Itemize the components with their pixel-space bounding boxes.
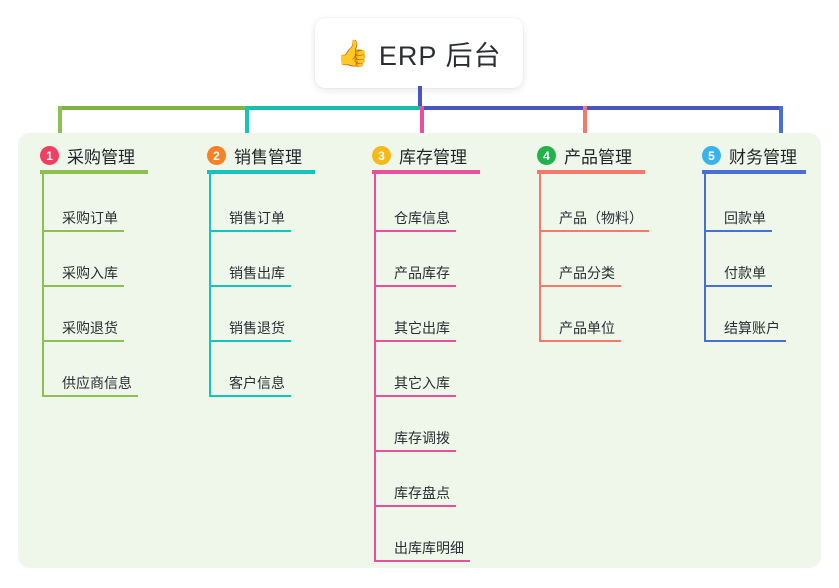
- root-node-card[interactable]: 👍 ERP 后台: [315, 18, 523, 88]
- leaf-item-rule: [374, 450, 456, 452]
- leaf-item-label: 采购入库: [62, 265, 118, 281]
- leaf-item-rule: [704, 230, 772, 232]
- connector-drop-4: [583, 106, 587, 144]
- root-node-title: ERP 后台: [378, 40, 502, 71]
- branch-header-rule: [207, 170, 315, 174]
- branch-header-rule: [537, 170, 645, 174]
- leaf-item-label: 仓库信息: [394, 210, 450, 226]
- connector-segment-2: [245, 106, 423, 110]
- leaf-item-label: 客户信息: [229, 375, 285, 391]
- connector-drop-5: [779, 106, 783, 144]
- branch-number-badge: 3: [372, 146, 391, 165]
- leaf-item-label: 出库库明细: [394, 540, 464, 556]
- leaf-item-rule: [704, 285, 772, 287]
- connector-drop-3: [420, 106, 424, 144]
- branch-header-rule: [702, 170, 806, 174]
- branch-header-rule: [372, 170, 480, 174]
- leaf-item-rule: [374, 505, 456, 507]
- branch-header-销售管理[interactable]: 2 销售管理: [207, 143, 302, 168]
- branch-title: 产品管理: [564, 148, 632, 167]
- leaf-item-rule: [374, 560, 470, 562]
- branch-spine: [539, 174, 541, 340]
- branch-spine: [374, 174, 376, 560]
- leaf-item-label: 销售退货: [229, 320, 285, 336]
- leaf-item-label: 销售出库: [229, 265, 285, 281]
- leaf-item-rule: [42, 230, 124, 232]
- leaf-item-label: 付款单: [724, 265, 766, 281]
- thumbs-up-icon: 👍: [336, 38, 369, 68]
- leaf-item-label: 采购退货: [62, 320, 118, 336]
- leaf-item-rule: [374, 230, 456, 232]
- branch-header-产品管理[interactable]: 4 产品管理: [537, 143, 632, 168]
- leaf-item-rule: [209, 395, 291, 397]
- leaf-item-rule: [539, 230, 649, 232]
- branch-spine: [209, 174, 211, 395]
- leaf-item-rule: [42, 285, 124, 287]
- leaf-item-label: 产品单位: [559, 320, 615, 336]
- leaf-item-label: 采购订单: [62, 210, 118, 226]
- leaf-item-rule: [374, 285, 456, 287]
- leaf-item-rule: [374, 395, 456, 397]
- root-connector-vertical: [418, 86, 422, 110]
- leaf-item-rule: [539, 285, 621, 287]
- leaf-item-rule: [374, 340, 456, 342]
- leaf-item-rule: [42, 395, 138, 397]
- branches-panel: 1 采购管理采购订单采购入库采购退货供应商信息 2 销售管理销售订单销售出库销售退货客…: [18, 133, 821, 568]
- connector-segment-3: [420, 106, 783, 110]
- leaf-item-rule: [704, 340, 786, 342]
- connector-segment-1: [58, 106, 248, 110]
- branch-title: 销售管理: [234, 148, 302, 167]
- leaf-item-rule: [539, 340, 621, 342]
- leaf-item-label: 结算账户: [724, 320, 780, 336]
- leaf-item-label: 其它入库: [394, 375, 450, 391]
- branch-header-库存管理[interactable]: 3 库存管理: [372, 143, 467, 168]
- leaf-item-label: 产品（物料）: [559, 210, 643, 226]
- leaf-item-rule: [209, 285, 291, 287]
- branch-spine: [704, 174, 706, 340]
- leaf-item-label: 库存调拨: [394, 430, 450, 446]
- branch-header-rule: [40, 170, 148, 174]
- branch-number-badge: 2: [207, 146, 226, 165]
- branch-number-badge: 5: [702, 146, 721, 165]
- leaf-item-label: 回款单: [724, 210, 766, 226]
- leaf-item-label: 库存盘点: [394, 485, 450, 501]
- leaf-item-label: 其它出库: [394, 320, 450, 336]
- leaf-item-label: 产品库存: [394, 265, 450, 281]
- leaf-item-label: 供应商信息: [62, 375, 132, 391]
- branch-title: 采购管理: [67, 148, 135, 167]
- leaf-item-rule: [42, 340, 124, 342]
- branch-number-badge: 1: [40, 146, 59, 165]
- branch-header-财务管理[interactable]: 5 财务管理: [702, 143, 797, 168]
- branch-number-badge: 4: [537, 146, 556, 165]
- connector-drop-1: [58, 106, 62, 144]
- leaf-item-label: 销售订单: [229, 210, 285, 226]
- branch-header-采购管理[interactable]: 1 采购管理: [40, 143, 135, 168]
- leaf-item-rule: [209, 340, 291, 342]
- branch-title: 财务管理: [729, 148, 797, 167]
- leaf-item-rule: [209, 230, 291, 232]
- connector-drop-2: [245, 106, 249, 144]
- branch-title: 库存管理: [399, 148, 467, 167]
- branch-spine: [42, 174, 44, 395]
- leaf-item-label: 产品分类: [559, 265, 615, 281]
